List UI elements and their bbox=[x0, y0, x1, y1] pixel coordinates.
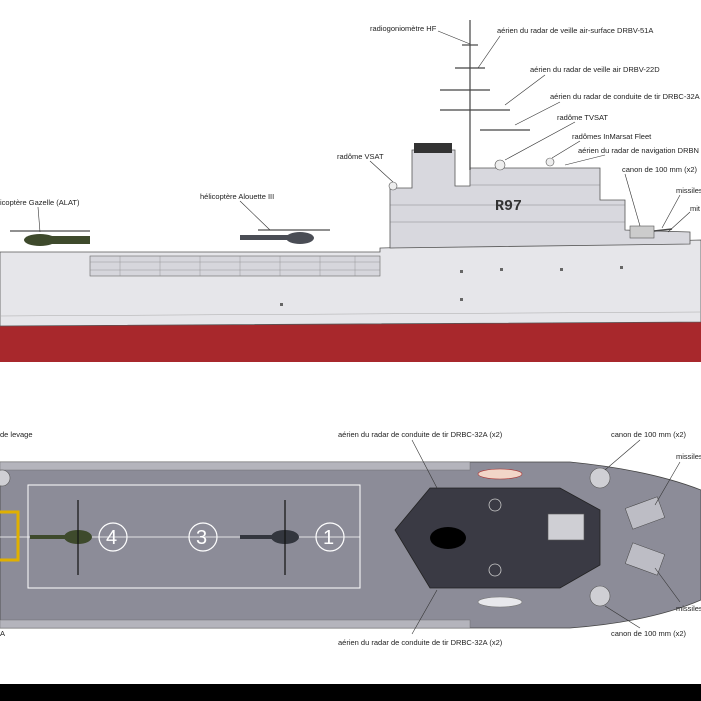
label-missiles-top: missiles bbox=[676, 452, 701, 461]
funnel-plan bbox=[430, 527, 466, 549]
label-canon-top: canon de 100 mm (x2) bbox=[611, 430, 687, 439]
label-canon-bottom: canon de 100 mm (x2) bbox=[611, 629, 687, 638]
gazelle-helicopter bbox=[10, 230, 90, 246]
label-drbc32a-top: aérien du radar de conduite de tir DRBC-… bbox=[338, 430, 503, 439]
label-levage: de levage bbox=[0, 430, 33, 439]
label-radiogoniometre: radiogoniomètre HF bbox=[370, 24, 437, 33]
hull-waterline-band bbox=[0, 322, 701, 362]
gun-plan-top bbox=[589, 467, 611, 489]
label-missiles-bottom: missiles bbox=[676, 604, 701, 613]
label-canon-profile: canon de 100 mm (x2) bbox=[622, 165, 698, 174]
hull-profile bbox=[0, 239, 701, 327]
label-edge-a: A bbox=[0, 629, 5, 638]
helipad-1 bbox=[315, 522, 345, 552]
helipad-4 bbox=[98, 522, 128, 552]
helipad-3 bbox=[188, 522, 218, 552]
plan-helicopter-1 bbox=[30, 500, 92, 575]
label-inmarsat: radômes InMarsat Fleet bbox=[572, 132, 652, 141]
helipad-1-number: 1 bbox=[323, 527, 334, 549]
gun-profile bbox=[629, 225, 655, 239]
flight-deck-outline bbox=[27, 484, 361, 589]
radome-inmarsat bbox=[545, 157, 555, 167]
funnel bbox=[414, 143, 452, 153]
radome-tvsat bbox=[494, 159, 506, 171]
alouette-helicopter bbox=[240, 229, 330, 244]
label-drbv22d: aérien du radar de veille air DRBV-22D bbox=[530, 65, 660, 74]
missile-launchers bbox=[624, 496, 666, 576]
boat-bottom bbox=[477, 596, 523, 608]
label-drbc32a-bottom: aérien du radar de conduite de tir DRBC-… bbox=[338, 638, 503, 647]
label-vsat: radôme VSAT bbox=[337, 152, 384, 161]
label-mit: mit bbox=[690, 204, 701, 213]
gun-plan-bottom bbox=[589, 585, 611, 607]
helipad-3-number: 3 bbox=[196, 527, 207, 549]
mast bbox=[440, 20, 530, 170]
label-alouette: hélicoptère Alouette III bbox=[200, 192, 274, 201]
plan-helicopter-2 bbox=[240, 500, 299, 575]
boat-top bbox=[477, 468, 523, 480]
elevator-hatch bbox=[0, 510, 20, 562]
label-gazelle: hélicoptère Gazelle (ALAT) bbox=[0, 198, 80, 207]
profile-view: R97 bbox=[0, 20, 701, 362]
island-plan bbox=[394, 487, 601, 589]
hull-number: R97 bbox=[495, 198, 522, 215]
label-drbv51a: aérien du radar de veille air-surface DR… bbox=[497, 26, 653, 35]
label-navigation: aérien du radar de navigation DRBN bbox=[578, 146, 699, 155]
bottom-frame bbox=[0, 684, 701, 701]
label-missiles-profile: missiles bbox=[676, 186, 701, 195]
label-drbc32a-profile: aérien du radar de conduite de tir DRBC-… bbox=[550, 92, 700, 101]
helipad-4-number: 4 bbox=[106, 527, 117, 549]
label-tvsat: radôme TVSAT bbox=[557, 113, 608, 122]
plan-view: 4 3 1 bbox=[0, 430, 701, 647]
hangar-gallery bbox=[89, 255, 381, 277]
radome-vsat bbox=[388, 181, 398, 191]
